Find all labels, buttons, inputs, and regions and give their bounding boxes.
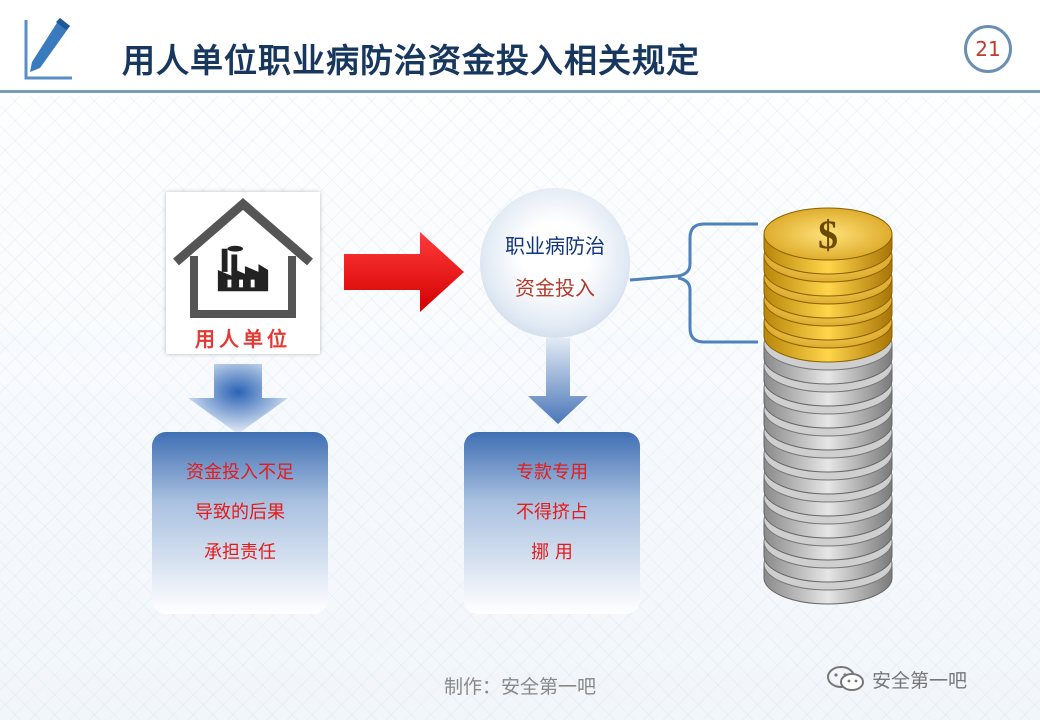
right-down-arrow	[528, 338, 588, 424]
watermark: 安全第一吧	[826, 664, 967, 694]
bracket-connector	[629, 222, 758, 344]
earmark-line-3: 挪 用	[531, 542, 573, 563]
page-title: 用人单位职业病防治资金投入相关规定	[122, 41, 700, 80]
earmark-line-2: 不得挤占	[516, 502, 588, 523]
footer-credit: 制作：安全第一吧	[443, 676, 596, 698]
employer-label: 用人单位	[195, 327, 291, 351]
consequence-box: 资金投入不足 导致的后果 承担责任	[152, 432, 328, 614]
fund-bubble-line2: 资金投入	[515, 276, 595, 300]
wechat-icon	[827, 666, 864, 691]
consequence-line-3: 承担责任	[204, 542, 276, 563]
earmark-box: 专款专用 不得挤占 挪 用	[464, 432, 640, 614]
slide-header: 用人单位职业病防治资金投入相关规定 21	[0, 0, 1040, 96]
fund-bubble: 职业病防治 资金投入	[480, 188, 630, 338]
consequence-line-2: 导致的后果	[195, 502, 285, 523]
earmark-line-1: 专款专用	[516, 462, 588, 483]
house-icon	[173, 198, 313, 318]
red-arrow	[344, 232, 464, 312]
page-number-badge: 21	[964, 25, 1012, 73]
dollar-sign: $	[818, 212, 838, 257]
watermark-text: 安全第一吧	[872, 669, 968, 692]
consequence-line-1: 资金投入不足	[186, 462, 294, 483]
fund-bubble-line1: 职业病防治	[505, 234, 605, 258]
coin-stack: $	[763, 207, 893, 605]
gold-coin-face	[763, 207, 893, 261]
pencil-icon	[24, 18, 72, 80]
left-down-arrow	[188, 364, 288, 434]
factory-icon	[217, 245, 269, 292]
employer-card: 用人单位	[166, 192, 320, 354]
header-divider	[0, 90, 1040, 93]
